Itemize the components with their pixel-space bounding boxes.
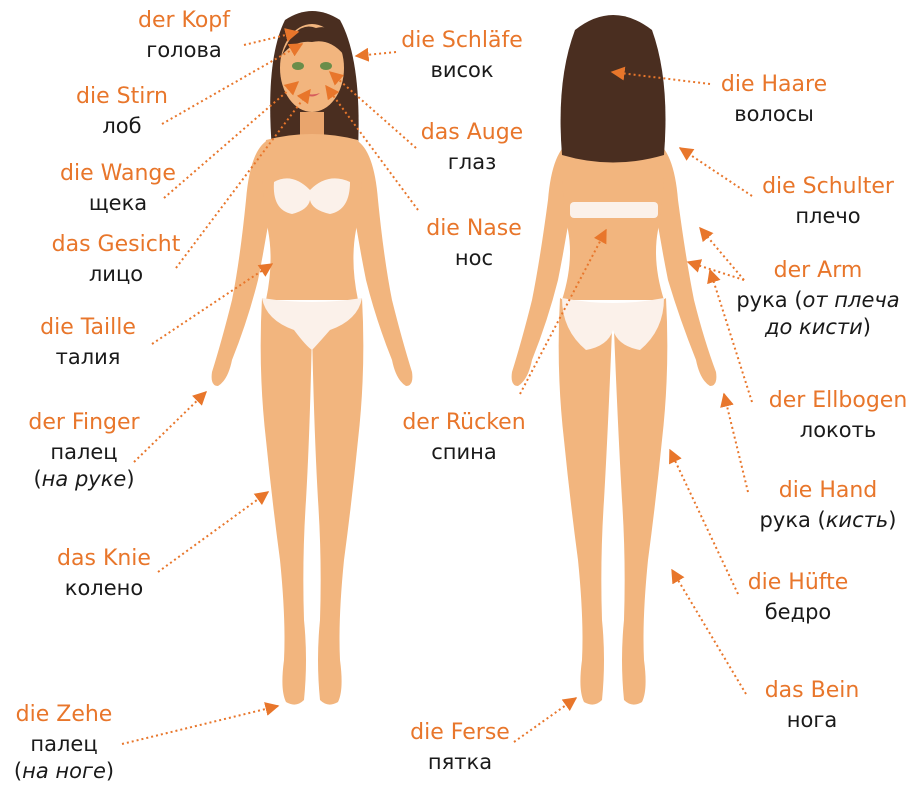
label-arm: der Arm рука (от плеча до кисти) bbox=[736, 260, 899, 338]
label-wange-de: die Wange bbox=[60, 163, 176, 185]
label-finger-ru: палец bbox=[28, 442, 139, 463]
back-figure bbox=[512, 15, 717, 705]
label-zehe-ru: палец bbox=[14, 734, 114, 755]
label-knie-ru: колено bbox=[57, 578, 151, 599]
leader-finger bbox=[134, 392, 206, 462]
leader-schulter bbox=[680, 148, 752, 196]
leader-ferse bbox=[514, 698, 576, 742]
label-haare-ru: волосы bbox=[721, 104, 827, 125]
label-arm-de: der Arm bbox=[736, 260, 899, 282]
label-ferse-ru: пятка bbox=[410, 752, 510, 773]
label-auge: das Auge глаз bbox=[421, 122, 523, 173]
label-haare: die Haare волосы bbox=[721, 74, 827, 125]
label-bein-ru: нога bbox=[765, 710, 860, 731]
label-schulter-ru: плечо bbox=[762, 206, 894, 227]
label-arm-ru-note: до кисти) bbox=[736, 317, 899, 338]
label-schlaefe-de: die Schläfe bbox=[401, 30, 522, 52]
label-hand-ru: рука (кисть) bbox=[760, 510, 897, 531]
label-kopf-de: der Kopf bbox=[138, 10, 230, 32]
label-kopf: der Kopf голова bbox=[138, 10, 230, 61]
label-arm-ru: рука (от плеча bbox=[736, 290, 899, 311]
label-wange-ru: щека bbox=[60, 193, 176, 214]
leader-huefte bbox=[670, 450, 738, 594]
label-hand-de: die Hand bbox=[760, 480, 897, 502]
label-ellbogen-ru: локоть bbox=[769, 420, 908, 441]
label-taille-ru: талия bbox=[40, 347, 136, 368]
label-ruecken-de: der Rücken bbox=[402, 412, 525, 434]
label-ellbogen: der Ellbogen локоть bbox=[769, 390, 908, 441]
label-huefte-de: die Hüfte bbox=[748, 572, 849, 594]
label-schlaefe: die Schläfe висок bbox=[401, 30, 522, 81]
label-auge-de: das Auge bbox=[421, 122, 523, 144]
label-zehe-ru-note: (на ноге) bbox=[14, 761, 114, 782]
label-nase-ru: нос bbox=[426, 248, 522, 269]
label-hand: die Hand рука (кисть) bbox=[760, 480, 897, 531]
label-ferse-de: die Ferse bbox=[410, 722, 510, 744]
label-ferse: die Ferse пятка bbox=[410, 722, 510, 773]
front-figure bbox=[212, 11, 413, 705]
label-ruecken: der Rücken спина bbox=[402, 412, 525, 463]
label-stirn-ru: лоб bbox=[76, 116, 168, 137]
label-ellbogen-de: der Ellbogen bbox=[769, 390, 908, 412]
label-taille-de: die Taille bbox=[40, 317, 136, 339]
label-taille: die Taille талия bbox=[40, 317, 136, 368]
label-finger: der Finger палец (на руке) bbox=[28, 412, 139, 490]
label-gesicht-de: das Gesicht bbox=[52, 234, 181, 256]
label-gesicht-ru: лицо bbox=[52, 264, 181, 285]
label-knie-de: das Knie bbox=[57, 548, 151, 570]
leader-hand bbox=[724, 394, 748, 492]
label-nase-de: die Nase bbox=[426, 218, 522, 240]
leader-zehe bbox=[122, 706, 278, 744]
label-finger-ru-note: (на руке) bbox=[28, 469, 139, 490]
label-haare-de: die Haare bbox=[721, 74, 827, 96]
label-finger-de: der Finger bbox=[28, 412, 139, 434]
label-schulter-de: die Schulter bbox=[762, 176, 894, 198]
label-zehe-de: die Zehe bbox=[14, 704, 114, 726]
label-knie: das Knie колено bbox=[57, 548, 151, 599]
label-wange: die Wange щека bbox=[60, 163, 176, 214]
label-stirn-de: die Stirn bbox=[76, 86, 168, 108]
label-gesicht: das Gesicht лицо bbox=[52, 234, 181, 285]
label-bein-de: das Bein bbox=[765, 680, 860, 702]
label-schulter: die Schulter плечо bbox=[762, 176, 894, 227]
label-schlaefe-ru: висок bbox=[401, 60, 522, 81]
label-nase: die Nase нос bbox=[426, 218, 522, 269]
leader-knie bbox=[158, 492, 268, 572]
label-huefte-ru: бедро bbox=[748, 602, 849, 623]
label-ruecken-ru: спина bbox=[402, 442, 525, 463]
label-zehe: die Zehe палец (на ноге) bbox=[14, 704, 114, 782]
label-auge-ru: глаз bbox=[421, 152, 523, 173]
label-kopf-ru: голова bbox=[138, 40, 230, 61]
label-stirn: die Stirn лоб bbox=[76, 86, 168, 137]
leader-schlaefe bbox=[356, 52, 396, 56]
label-huefte: die Hüfte бедро bbox=[748, 572, 849, 623]
label-bein: das Bein нога bbox=[765, 680, 860, 731]
